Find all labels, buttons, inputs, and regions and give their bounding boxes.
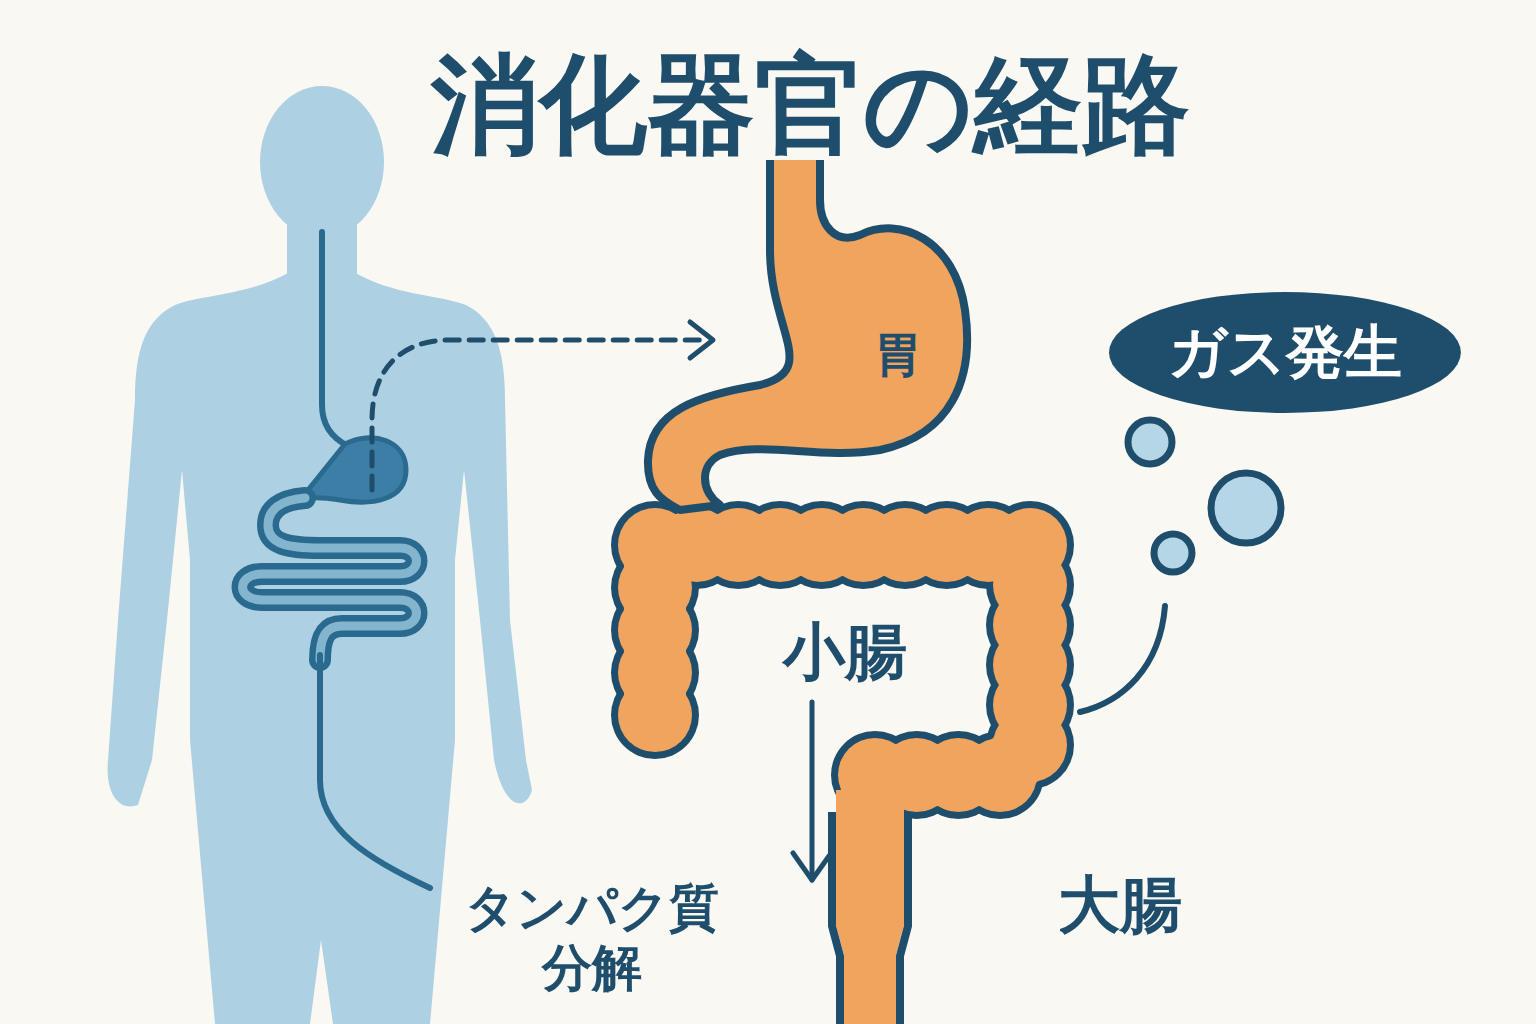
stomach-fill [648,160,967,510]
part-label: 大腸 [1058,868,1182,942]
small-stomach [300,438,406,502]
ellipse-fill [1109,292,1461,413]
colon-line [320,655,430,888]
stomach-shape [640,150,980,520]
part-label: タンパク質 分解 [447,878,737,998]
large-intestine [611,501,1074,1024]
flow-arrow-head [793,853,829,880]
node-text: 胃 [874,326,922,384]
small-intestine-outline [243,498,417,660]
title: 消化器官の経路 [431,40,1190,170]
flow-arrow-shaft [810,702,815,880]
stomach-label-area: 胃 [853,315,943,395]
label-anchor: 小腸 [783,615,907,689]
body-tract [243,232,431,888]
part-label: 小腸 [783,615,907,689]
leader-line [1080,606,1165,712]
label-anchor: タンパク質 分解 [447,878,737,998]
rectum-outline [900,812,908,1024]
esophagus-line [322,232,348,446]
gas-ellipse: ガス発生 [1107,290,1463,415]
node-text: ガス発生 [1168,318,1402,388]
gas-bubbles [1128,420,1281,572]
bubble [1128,420,1172,464]
stomach-organ: 胃 [640,150,980,520]
bubble [1211,473,1281,543]
label-anchor: 大腸 [1058,868,1182,942]
stomach-outline [648,160,967,510]
colon-fill [655,545,1030,775]
small-intestine-inner [243,498,417,660]
title-anchor: 消化器官の経路 [431,40,1190,170]
arrow-head [690,322,713,358]
rectum-fill [836,790,904,1024]
bubble [1154,534,1192,572]
rectum-outline [832,812,840,1024]
flow-arrow [793,702,829,880]
